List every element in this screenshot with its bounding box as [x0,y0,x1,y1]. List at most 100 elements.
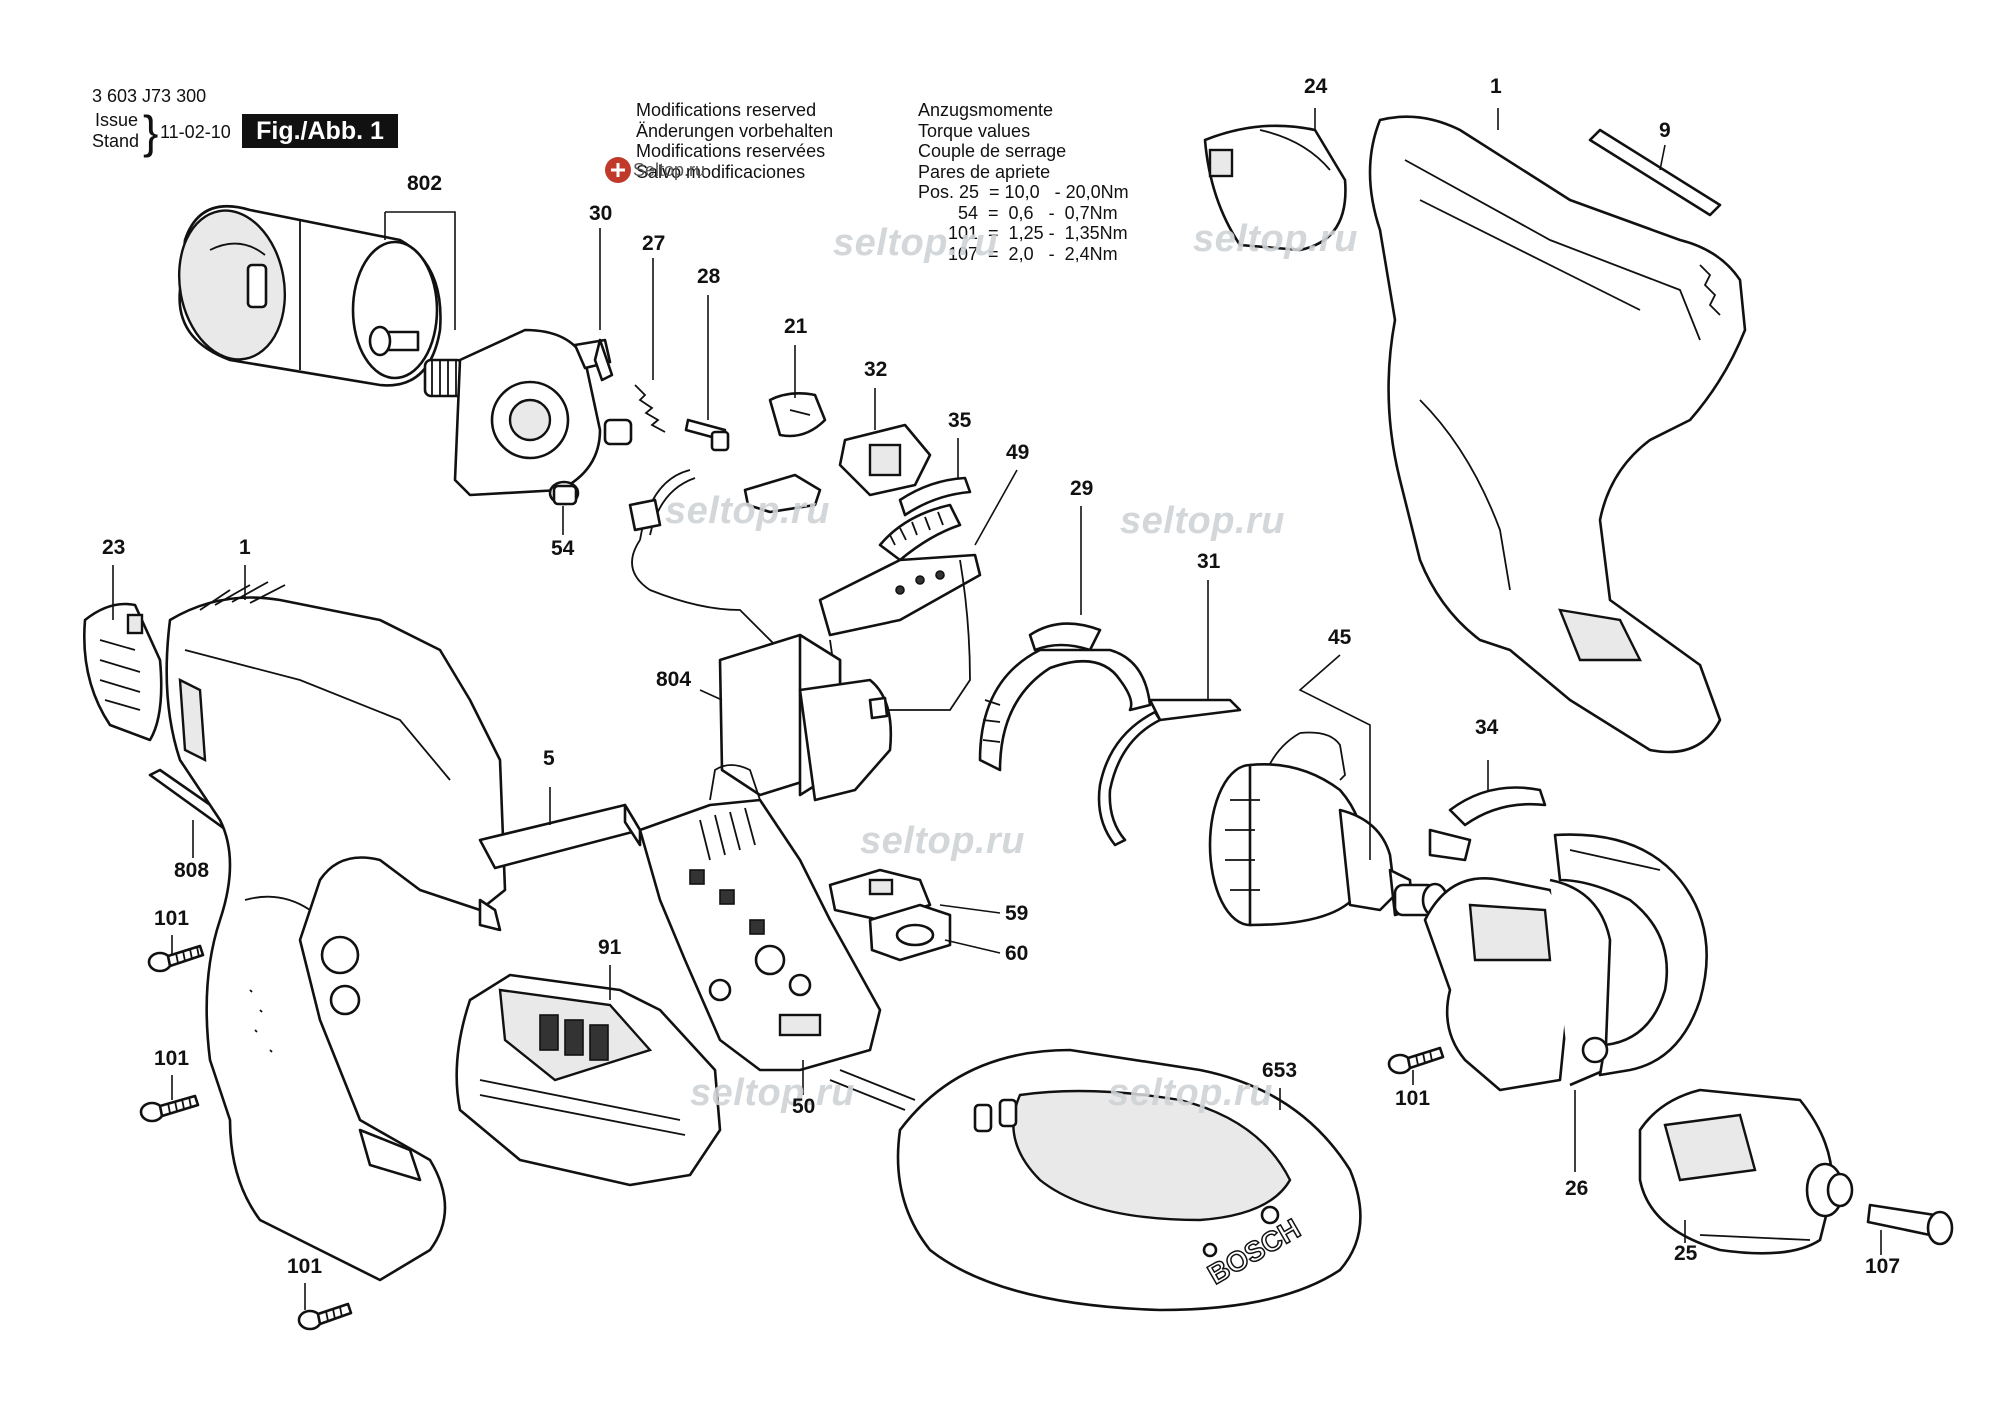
label-29: 29 [1070,477,1094,500]
clip-31 [1097,698,1242,847]
screw-101-b [139,1094,200,1123]
torque-values: Anzugsmomente Torque values Couple de se… [918,100,1129,264]
label-9: 9 [1659,119,1671,142]
watermark: seltop.ru [690,1072,855,1114]
housing-half-left [165,581,507,1282]
knob-21 [768,392,827,438]
label-808: 808 [174,859,210,882]
wiring-harness [628,469,811,691]
screw-107 [1866,1203,1954,1246]
issue-label: Issue [95,110,139,130]
label-1-top: 1 [1490,75,1502,98]
label-24: 24 [1304,75,1328,98]
label-60: 60 [1005,942,1029,965]
logo-text: Seltop.ru [633,160,706,180]
chuck-25 [1638,1088,1854,1255]
gearbox-45 [1208,731,1449,927]
torque-line: Anzugsmomente [918,100,1054,120]
notice-line: Modifications reserved [636,100,817,120]
pinion-gear [423,358,465,398]
watermark: seltop.ru [833,222,998,264]
label-50: 50 [792,1095,816,1118]
notice-line: Salvo modificaciones [636,161,806,182]
charger-653: BOSCH [829,1048,1362,1312]
bracket-30 [453,328,614,497]
label-5: 5 [543,747,555,770]
pcb-board-upper [818,553,982,711]
torque-line: Torque values [918,120,1031,141]
modifications-notice: Modifications reserved Änderungen vorbeh… [636,100,833,182]
label-101-c: 101 [287,1255,323,1278]
torque-line: 54 = 0,6 - 0,7Nm [918,202,1118,223]
clamshell-cover [1553,833,1708,1077]
pin-28 [684,418,730,452]
bushing [603,418,633,446]
label-91: 91 [598,936,622,959]
cap-23 [83,602,163,742]
battery-91 [455,973,722,1187]
label-49: 49 [1006,441,1030,464]
ring-34 [1428,786,1547,862]
switch-block-804 [718,633,893,802]
label-653: 653 [1262,1059,1298,1082]
label-32: 32 [864,358,888,381]
label-101-d: 101 [1395,1087,1431,1110]
label-31: 31 [1197,550,1221,573]
torque-line: Pos. 25 = 10,0 - 20,0Nm [918,182,1129,202]
label-101-a: 101 [154,907,190,930]
notice-line: Änderungen vorbehalten [636,120,834,141]
torque-line: 107 = 2,0 - 2,4Nm [918,243,1118,264]
screw-54 [548,480,580,506]
label-23: 23 [102,536,126,559]
label-27: 27 [642,232,666,255]
module-49 [878,503,962,562]
front-housing-26 [1423,877,1612,1092]
watermark: seltop.ru [1108,1072,1273,1114]
cap-24 [1203,124,1347,252]
spring-27 [634,384,666,433]
label-28: 28 [697,265,721,288]
label-34: 34 [1475,716,1499,739]
label-45: 45 [1328,626,1352,649]
pcb-board-50 [638,764,882,1072]
header-brace: } [143,106,159,158]
label-802: 802 [407,172,443,195]
motor-802 [177,205,442,387]
housing-half-right [1368,115,1747,754]
label-25: 25 [1674,1242,1698,1265]
part-number: 3 603 J73 300 [92,86,207,106]
label-1-left: 1 [239,536,251,559]
watermark: seltop.ru [1120,500,1285,542]
torque-line: Pares de apriete [918,161,1051,182]
label-59: 59 [1005,902,1029,925]
label-26: 26 [1565,1177,1589,1200]
switch-plate [743,473,822,514]
stand-label: Stand [92,131,140,151]
label-107: 107 [1865,1255,1901,1278]
pad-60 [868,903,952,962]
label-35: 35 [948,409,972,432]
watermark: seltop.ru [1193,218,1358,260]
torque-line: 101 = 1,25 - 1,35Nm [918,223,1128,243]
notice-line: Modifications reservées [636,141,826,161]
plate-5 [478,803,642,870]
watermark: seltop.ru [665,490,830,532]
seltop-logo [605,157,631,183]
label-101-b: 101 [154,1047,190,1070]
label-804: 804 [656,668,692,691]
watermark: seltop.ru [860,820,1025,862]
label-54: 54 [551,537,575,560]
issue-date: 11-02-10 [160,122,231,142]
pad-59 [828,868,932,922]
screw-101-d [1387,1046,1445,1075]
switch-32 [838,423,932,497]
label-9 [1588,128,1722,217]
label-30: 30 [589,202,613,225]
figure-label: Fig./Abb. 1 [242,114,398,148]
rocker-35 [898,476,972,517]
screw-101-a [147,944,205,973]
torque-line: Couple de serrage [918,141,1067,161]
screw-101-c [297,1302,353,1331]
leader-lines [112,108,1882,1310]
